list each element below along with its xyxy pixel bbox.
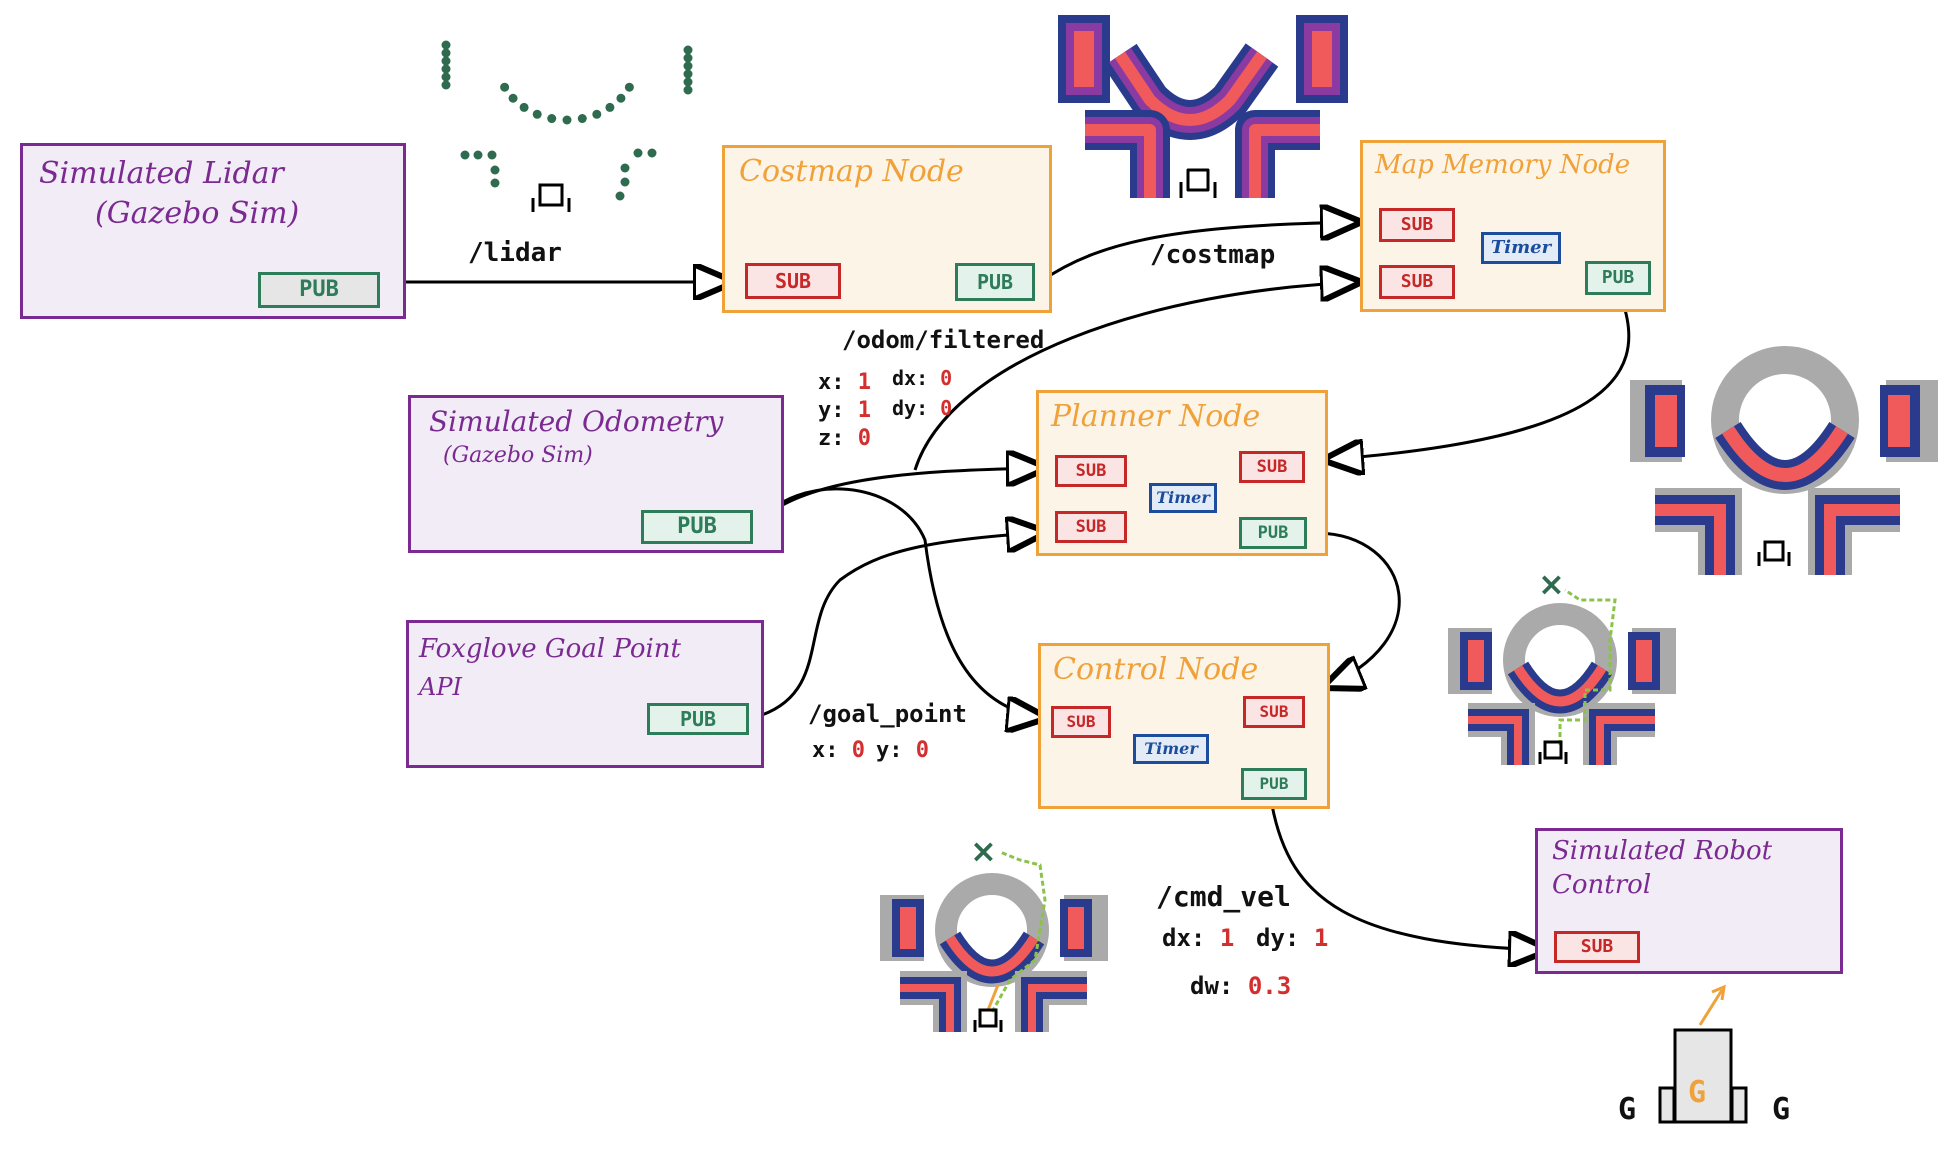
foxglove-goal-title-line1: Foxglove Goal Point bbox=[419, 634, 681, 664]
map-memory-pub-port: PUB bbox=[1585, 261, 1651, 295]
odometry-pub-port: PUB bbox=[641, 510, 753, 544]
odom-dx-label: dx: 0 bbox=[892, 366, 953, 390]
robot-sub-port: SUB bbox=[1554, 931, 1640, 963]
map-memory-node-title: Map Memory Node bbox=[1375, 150, 1631, 180]
odom-z-label: z: 0 bbox=[818, 426, 871, 451]
planner-node-title: Planner Node bbox=[1051, 399, 1261, 434]
control-sub-port-1: SUB bbox=[1051, 706, 1111, 738]
simulated-odometry-node: Simulated Odometry (Gazebo Sim) PUB bbox=[408, 395, 784, 553]
costmap-sub-port: SUB bbox=[745, 263, 841, 299]
map-memory-node: Map Memory Node SUB SUB Timer PUB bbox=[1360, 140, 1666, 312]
simulated-lidar-title-line2: (Gazebo Sim) bbox=[95, 196, 300, 231]
cmd-dx-label: dx: 1 bbox=[1162, 924, 1235, 952]
simulated-odometry-title-line2: (Gazebo Sim) bbox=[443, 443, 593, 468]
control-node: Control Node SUB SUB Timer PUB bbox=[1038, 643, 1330, 809]
costmap-pub-port: PUB bbox=[955, 263, 1035, 301]
simulated-robot-control-node: Simulated Robot Control SUB bbox=[1535, 828, 1843, 974]
robot-control-title-line1: Simulated Robot bbox=[1552, 836, 1773, 866]
topic-odom-label: /odom/filtered bbox=[842, 326, 1045, 354]
edge-planner-to-control bbox=[1318, 531, 1401, 688]
planner-node: Planner Node SUB SUB SUB Timer PUB bbox=[1036, 390, 1328, 556]
robot-center-glyph: G bbox=[1688, 1075, 1707, 1110]
topic-cmd-vel-label: /cmd_vel bbox=[1156, 880, 1291, 913]
edge-odom-to-mapmemory bbox=[913, 282, 1362, 471]
edge-odom-to-control bbox=[753, 487, 1048, 718]
lidar-pub-port: PUB bbox=[258, 272, 380, 308]
edge-control-to-robot bbox=[1270, 804, 1550, 950]
foxglove-goal-point-node: Foxglove Goal Point API PUB bbox=[406, 620, 764, 768]
planner-timer: Timer bbox=[1149, 483, 1217, 513]
control-pub-port: PUB bbox=[1241, 768, 1307, 800]
edge-goal-to-planner bbox=[761, 532, 1048, 717]
goal-y-label: y: 0 bbox=[876, 738, 929, 763]
robot-wheel-right-glyph: G bbox=[1772, 1092, 1791, 1127]
cmd-dy-label: dy: 1 bbox=[1256, 924, 1329, 952]
costmap-node: Costmap Node SUB PUB bbox=[722, 145, 1052, 313]
planner-sub-port-2: SUB bbox=[1055, 511, 1127, 543]
control-timer: Timer bbox=[1133, 734, 1209, 764]
odom-y-label: y: 1 bbox=[818, 398, 871, 423]
map-memory-sub-port-2: SUB bbox=[1379, 265, 1455, 299]
goal-pub-port: PUB bbox=[647, 703, 749, 735]
cmd-dw-label: dw: 0.3 bbox=[1190, 972, 1292, 1000]
costmap-node-title: Costmap Node bbox=[739, 154, 964, 189]
simulated-odometry-title-line1: Simulated Odometry bbox=[429, 405, 724, 438]
planner-sub-port-1: SUB bbox=[1055, 455, 1127, 487]
map-memory-timer: Timer bbox=[1481, 232, 1561, 264]
robot-control-title-line2: Control bbox=[1552, 870, 1652, 900]
control-sub-port-2: SUB bbox=[1243, 696, 1305, 728]
control-node-title: Control Node bbox=[1053, 652, 1259, 687]
goal-x-label: x: 0 bbox=[812, 738, 865, 763]
planner-pub-port: PUB bbox=[1239, 517, 1307, 549]
odom-dy-label: dy: 0 bbox=[892, 396, 953, 420]
robot-wheel-left-glyph: G bbox=[1618, 1092, 1637, 1127]
simulated-lidar-title-line1: Simulated Lidar bbox=[39, 156, 284, 191]
simulated-lidar-node: Simulated Lidar (Gazebo Sim) PUB bbox=[20, 143, 406, 319]
topic-costmap-label: /costmap bbox=[1150, 240, 1276, 270]
edge-mapmemory-to-planner bbox=[1322, 299, 1631, 460]
planner-sub-port-3: SUB bbox=[1239, 451, 1305, 483]
map-memory-sub-port-1: SUB bbox=[1379, 208, 1455, 242]
edge-costmap-to-mapmemory bbox=[1039, 222, 1362, 284]
foxglove-goal-title-line2: API bbox=[419, 673, 462, 701]
topic-lidar-label: /lidar bbox=[468, 238, 562, 268]
topic-goal-point-label: /goal_point bbox=[808, 700, 967, 728]
odom-x-label: x: 1 bbox=[818, 370, 871, 395]
